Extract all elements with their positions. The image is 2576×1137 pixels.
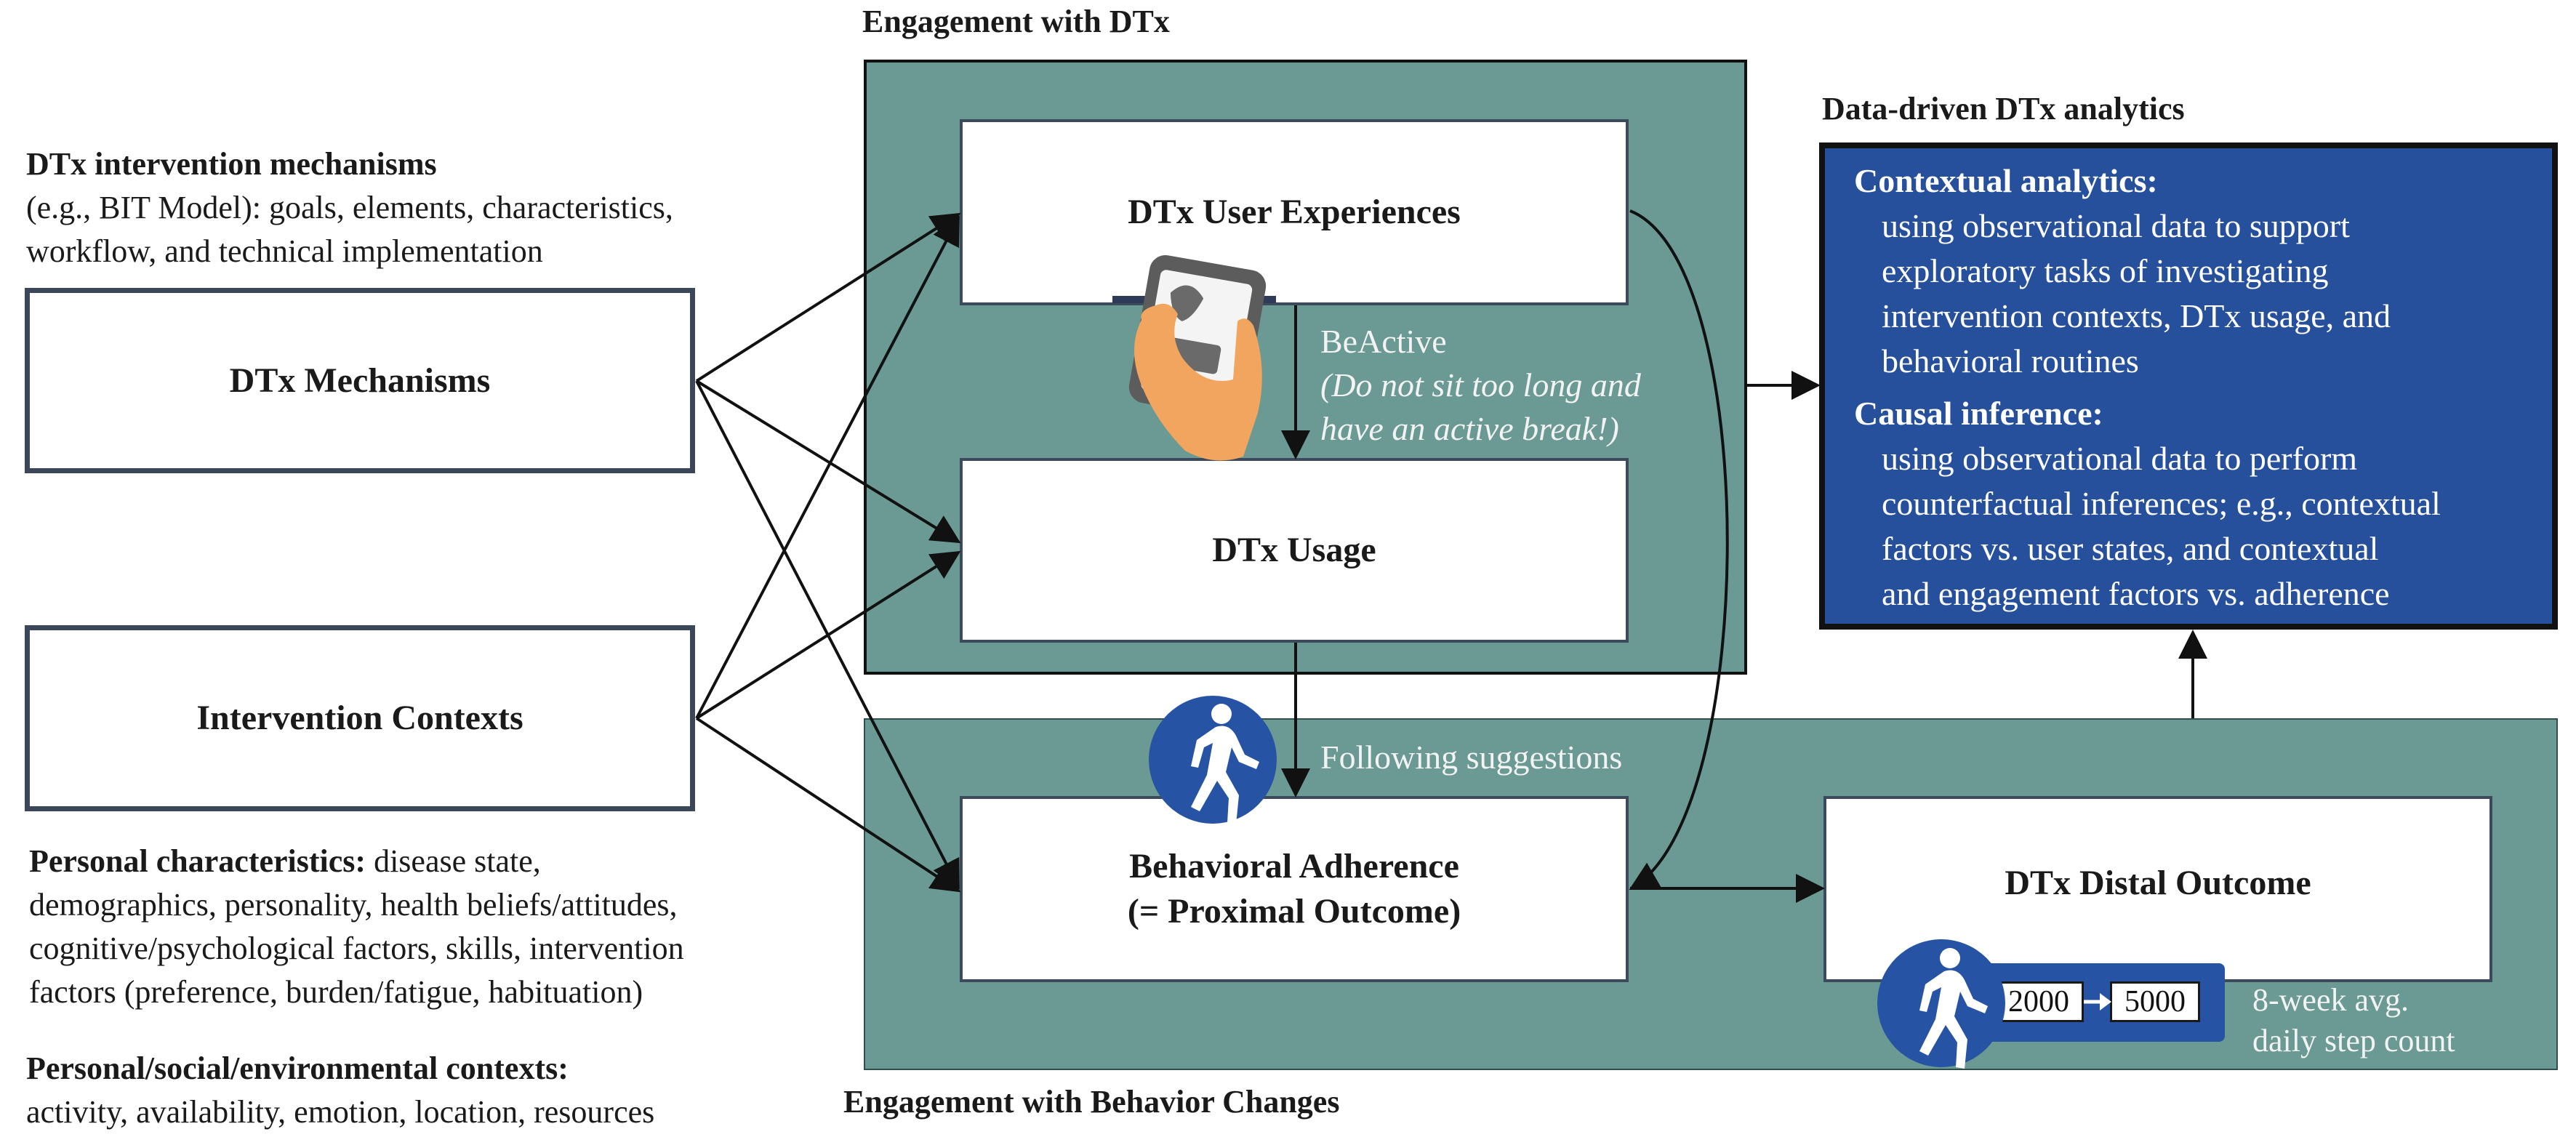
causal-line: factors vs. user states, and contextual [1882,530,2379,567]
causal-line: and engagement factors vs. adherence [1882,575,2390,612]
mechanisms-note-line: workflow, and technical implementation [26,233,543,269]
step-arrow-head [2100,993,2111,1011]
causal-line: using observational data to perform [1882,440,2358,477]
adherence-label-line: Behavioral Adherence [1129,847,1459,885]
arrow-contexts-to-adherence [695,717,961,893]
mechanisms-note-line: (e.g., BIT Model): goals, elements, char… [26,190,673,225]
dtx-usage-label: DTx Usage [1212,531,1376,569]
mechanisms-note: DTx intervention mechanisms (e.g., BIT M… [26,142,673,273]
dtx-mechanisms-box: DTx Mechanisms [25,288,695,473]
arrow-contexts-to-usage [695,550,961,720]
step-caption-line: 8-week avg. [2252,982,2410,1018]
personal-characteristics-note: Personal characteristics: disease state,… [29,840,684,1014]
notification-name: BeActive [1320,323,1447,360]
notification-line: (Do not sit too long and [1320,366,1641,403]
engagement-dtx-title: Engagement with DTx [862,4,1170,39]
step-count-to: 5000 [2110,981,2200,1022]
personal-heading: Personal characteristics: [29,843,366,879]
mechanisms-note-heading: DTx intervention mechanisms [26,146,437,182]
notification-line: have an active break!) [1320,410,1619,447]
arrow-mechanisms-to-usage [695,379,961,544]
walking-person-icon [1877,939,2005,1069]
phone-hand-icon [1112,254,1276,461]
causal-inference-heading: Causal inference: [1854,395,2103,432]
contexts-note-line: activity, availability, emotion, locatio… [26,1094,655,1130]
causal-line: counterfactual inferences; e.g., context… [1882,485,2441,522]
personal-line: demographics, personality, health belief… [29,887,678,923]
arrow-contexts-to-experiences [695,215,960,719]
user-experiences-label: DTx User Experiences [1128,193,1461,231]
dtx-mechanisms-label: DTx Mechanisms [229,361,491,400]
analytics-box: Contextual analytics: using observationa… [1819,142,2558,630]
contextual-line: intervention contexts, DTx usage, and [1882,297,2391,334]
contexts-note: Personal/social/environmental contexts: … [26,1047,654,1134]
engagement-behavior-title: Engagement with Behavior Changes [843,1084,1340,1120]
step-count-caption: 8-week avg. daily step count [2252,980,2455,1061]
adherence-label-line: (= Proximal Outcome) [1127,892,1461,931]
arrow-mechanisms-to-experiences [695,212,961,382]
intervention-contexts-label: Intervention Contexts [196,699,523,737]
intervention-contexts-box: Intervention Contexts [25,625,695,811]
contexts-note-heading: Personal/social/environmental contexts: [26,1050,569,1086]
contextual-line: using observational data to support [1882,207,2350,244]
personal-line: cognitive/psychological factors, skills,… [29,931,684,966]
following-suggestions-label: Following suggestions [1320,739,1623,776]
contextual-analytics-heading: Contextual analytics: [1854,162,2158,199]
contextual-line: exploratory tasks of investigating [1882,252,2329,289]
step-caption-line: daily step count [2252,1023,2455,1058]
contextual-line: behavioral routines [1882,342,2139,379]
personal-line: disease state, [366,843,541,879]
personal-line: factors (preference, burden/fatigue, hab… [29,974,643,1010]
user-experiences-box: DTx User Experiences [960,119,1629,305]
behavioral-adherence-box: Behavioral Adherence (= Proximal Outcome… [960,796,1629,982]
analytics-title: Data-driven DTx analytics [1822,91,2185,126]
distal-outcome-label: DTx Distal Outcome [2005,864,2311,902]
walking-person-icon [1149,696,1277,824]
notification-text: BeActive (Do not sit too long and have a… [1320,320,1641,451]
step-count-from: 2000 [1994,981,2084,1022]
dtx-usage-box: DTx Usage [960,458,1629,643]
arrow-experiences-to-adherence [1629,209,1729,891]
